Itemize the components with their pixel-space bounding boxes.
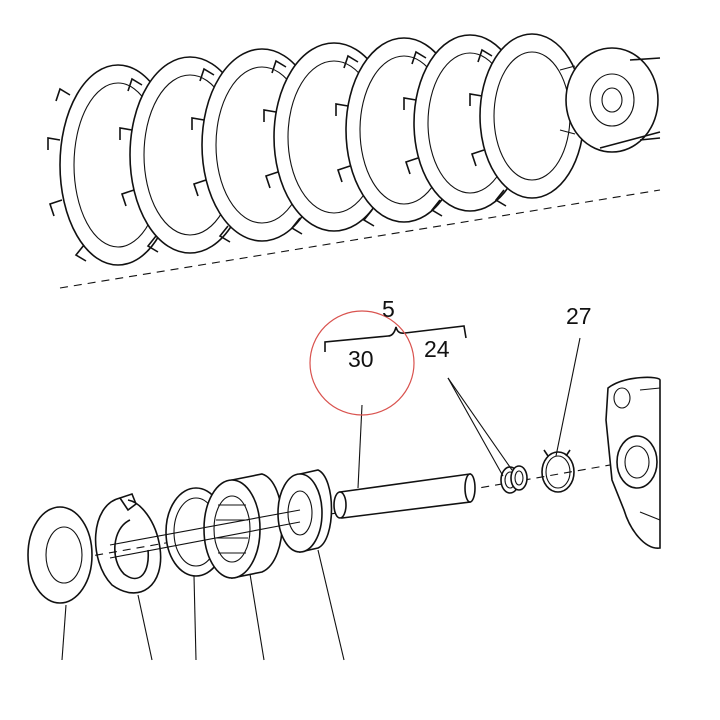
clutch-plate-7	[469, 33, 585, 207]
highlight-circle	[309, 310, 415, 416]
snap-ring-left	[94, 493, 162, 594]
clutch-hub	[559, 47, 661, 153]
circlip	[541, 449, 575, 493]
bracket-label-5	[324, 325, 467, 352]
seal-rings	[500, 465, 528, 494]
transmission-housing	[605, 376, 661, 549]
leader-spacer-bushing	[317, 549, 345, 661]
callout-5: 5	[382, 296, 395, 322]
shaft-through-parts	[109, 509, 301, 559]
needle-bearing	[203, 473, 284, 579]
clutch-plate-stack	[47, 33, 661, 266]
leader-label-24-a	[447, 377, 513, 471]
leader-needle-bearing	[249, 573, 265, 661]
callout-24: 24	[424, 336, 450, 362]
leader-label-30	[357, 404, 363, 489]
leader-thrust-washer	[193, 575, 197, 661]
leader-label-24-b	[447, 377, 504, 477]
main-shaft	[333, 473, 476, 519]
leader-far-left-bearing	[61, 604, 67, 661]
bearing-far-left	[27, 506, 93, 604]
callout-30: 30	[348, 346, 374, 372]
leader-snap-ring	[137, 594, 153, 661]
callout-27: 27	[566, 303, 592, 329]
section-divider	[59, 189, 661, 289]
leader-label-27	[555, 337, 581, 457]
spacer-bushing	[277, 469, 333, 553]
